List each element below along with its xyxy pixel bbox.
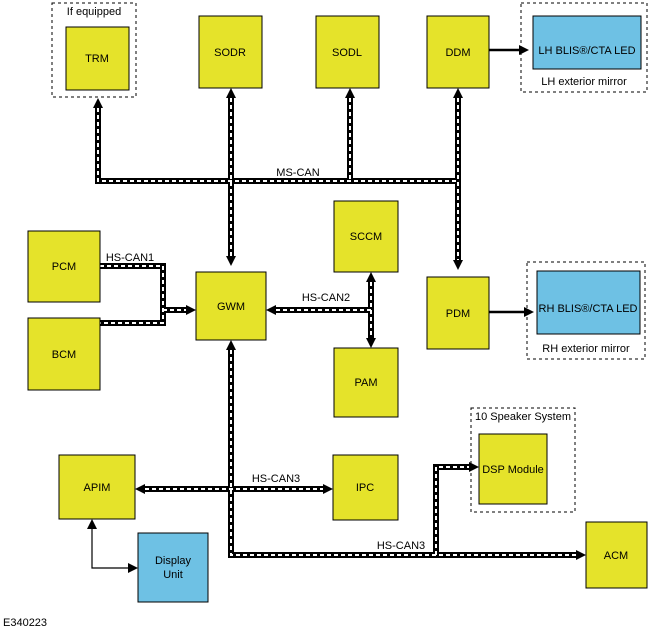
dsp-label: DSP Module	[482, 464, 544, 476]
bus-lines-inner	[97, 98, 576, 556]
module-ipc: IPC	[332, 454, 399, 521]
module-pcm: PCM	[27, 230, 101, 303]
apim-label: APIM	[84, 482, 111, 494]
display-label-line2: Unit	[163, 569, 183, 581]
module-pdm: PDM	[426, 276, 490, 350]
hs-can1-bus-line	[97, 263, 166, 326]
lh-mirror-label: LH exterior mirror	[541, 76, 627, 88]
module-sodl: SODL	[315, 15, 380, 89]
speaker-system-group	[470, 407, 576, 513]
speaker-system-label: 10 Speaker System	[475, 411, 571, 423]
module-lh-blis: LH BLIS®/CTA LED	[532, 15, 642, 70]
ms-can-label: MS-CAN	[276, 167, 319, 179]
figure-id: E340223	[3, 617, 47, 629]
pam-label: PAM	[354, 377, 377, 389]
module-apim: APIM	[58, 454, 136, 520]
sodl-label: SODL	[332, 47, 362, 59]
module-rh-blis: RH BLIS®/CTA LED	[536, 270, 641, 335]
sccm-label: SCCM	[350, 231, 382, 243]
hs-can1-label: HS-CAN1	[106, 252, 154, 264]
pdm-label: PDM	[446, 308, 470, 320]
ipc-label: IPC	[356, 482, 374, 494]
acm-label: ACM	[604, 550, 628, 562]
hs-can3-ipc-label: HS-CAN3	[252, 473, 300, 485]
if-equipped-label: If equipped	[67, 6, 121, 18]
bcm-label: BCM	[52, 349, 76, 361]
module-sodr: SODR	[198, 15, 263, 89]
rh-mirror-label: RH exterior mirror	[542, 343, 630, 355]
module-ddm: DDM	[426, 15, 490, 89]
gwm-label: GWM	[217, 301, 245, 313]
lh-blis-label: LH BLIS®/CTA LED	[538, 45, 635, 57]
module-pam: PAM	[333, 347, 399, 418]
module-gwm: GWM	[195, 271, 267, 341]
trm-label: TRM	[85, 53, 109, 65]
module-bcm: BCM	[27, 317, 101, 391]
display-label-line1: Display	[155, 555, 192, 567]
module-sccm: SCCM	[333, 200, 399, 273]
pcm-label: PCM	[52, 261, 76, 273]
module-display-unit: Display Unit	[137, 532, 209, 603]
hs-can3-acm-label: HS-CAN3	[377, 540, 425, 552]
module-dsp: DSP Module	[478, 433, 548, 505]
module-trm: TRM	[65, 26, 130, 91]
if-equipped-group	[51, 2, 137, 98]
rh-blis-label: RH BLIS®/CTA LED	[539, 303, 638, 315]
ddm-label: DDM	[445, 47, 470, 59]
hs-can2-label: HS-CAN2	[302, 292, 350, 304]
module-acm: ACM	[585, 521, 648, 589]
sodr-label: SODR	[214, 47, 246, 59]
apim-display-connector	[91, 529, 128, 569]
